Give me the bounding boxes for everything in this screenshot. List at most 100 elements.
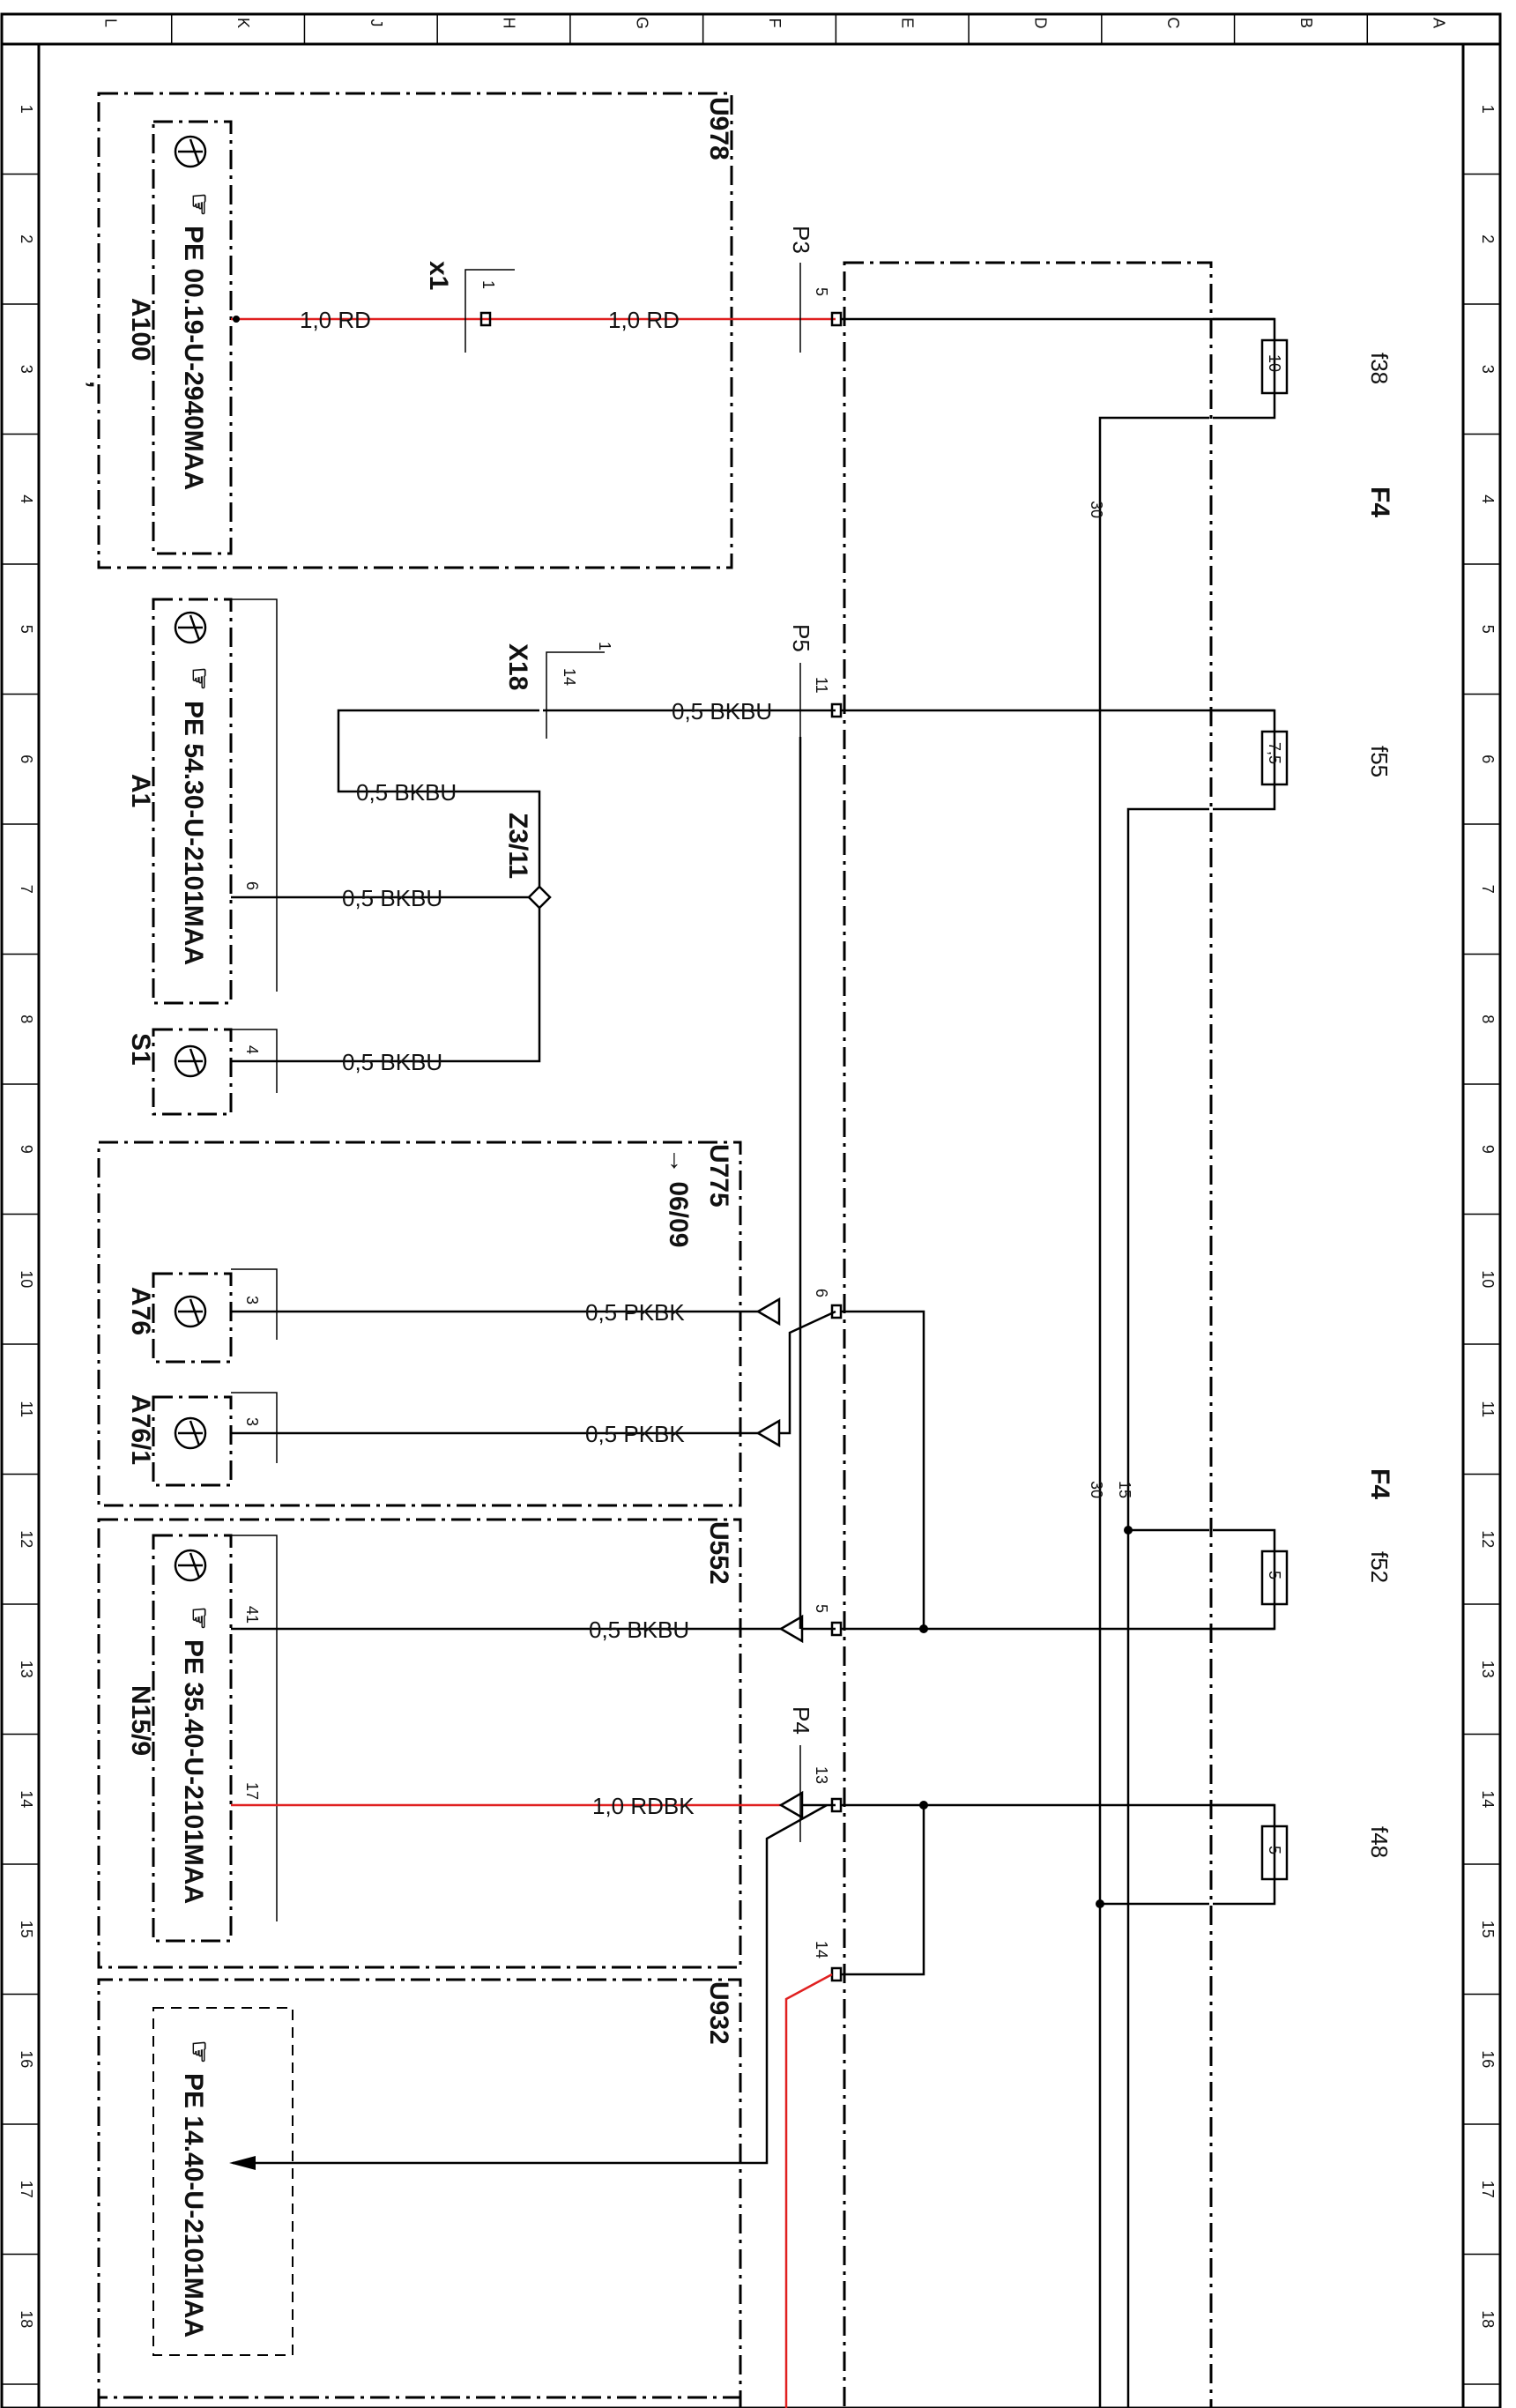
s1-outline <box>152 1028 233 1116</box>
fuse-f55 <box>1213 709 1289 811</box>
x1-pin-icon <box>479 311 492 327</box>
x1-pin: 1 <box>479 280 497 289</box>
n15-41-pin: 41 <box>243 1606 261 1624</box>
n15-17-pin: 17 <box>243 1782 261 1800</box>
rail-15-left <box>1126 807 1209 2408</box>
grid-row-label-left: 14 <box>18 1790 35 1808</box>
fuse-box-outline <box>843 261 1213 2408</box>
wire-p4-14-out <box>784 1973 833 2408</box>
module-u978-outline <box>97 92 733 569</box>
grid-row-label-right: 11 <box>1479 1401 1497 1417</box>
wire-e6-junction <box>841 1310 925 1629</box>
grid-column-label: B <box>1297 18 1315 28</box>
fuse-f48 <box>1213 1803 1289 1906</box>
fuse-box-pins <box>830 311 843 1982</box>
rail-15-label: 15 <box>1116 1481 1133 1498</box>
a100-hand-icon: ☞ <box>184 193 213 217</box>
a100-pin-dot <box>233 316 240 323</box>
module-u775-label: U775 <box>704 1144 733 1208</box>
module-u775-outline <box>97 1141 742 1507</box>
s1-bracket <box>231 1029 278 1093</box>
a1-doc[interactable]: PE 54.30-U-2101MAA <box>179 701 208 965</box>
module-u932-outline <box>97 1978 742 2408</box>
a1-pin: 6 <box>243 881 261 890</box>
x18-pin: 14 <box>561 668 578 686</box>
u932-box-doc[interactable]: PE 14.40-U-2101MAA <box>179 2073 208 2337</box>
wire-p4-14-junction <box>841 1805 925 1976</box>
u932-arrow-icon <box>229 2156 256 2170</box>
a76-1-pin: 3 <box>243 1417 261 1426</box>
plug-a76-icon <box>755 1297 781 1327</box>
grid-column-label: L <box>101 19 119 27</box>
grid-row-label-right: 9 <box>1479 1145 1497 1154</box>
p5-pin: 11 <box>813 677 830 694</box>
grid-row-label-left: 7 <box>18 885 35 894</box>
rail-30-top-label: 30 <box>1088 501 1105 518</box>
fuse-f55-value: 7,5 <box>1266 742 1283 764</box>
a76-symbol-icon <box>174 1295 207 1328</box>
grid-row-label-left: 16 <box>18 2050 35 2068</box>
grid-row-label-right: 1 <box>1479 105 1497 114</box>
a100-outline <box>152 120 233 555</box>
grid-row-label-right: 6 <box>1479 754 1497 763</box>
grid-row-label-left: 9 <box>18 1145 35 1154</box>
grid-row-label-right: 12 <box>1479 1530 1497 1548</box>
grid-row-label-right: 3 <box>1479 365 1497 374</box>
e-pin-5: 5 <box>813 1604 830 1613</box>
grid-row-label-left: 4 <box>18 494 35 503</box>
n15-9-ref: N15/9 <box>126 1685 155 1756</box>
wire-label-w7: 0,5 PKBK <box>585 1299 685 1326</box>
grid-column-label: A <box>1431 18 1448 28</box>
a100-doc[interactable]: PE 00.19-U-2940MAA <box>179 226 208 490</box>
x18-top-pin: 1 <box>596 642 613 650</box>
p4-pin-14: 14 <box>813 1941 830 1958</box>
grid-column-label: G <box>633 17 650 29</box>
n15-9-bracket <box>231 1535 278 1921</box>
grid-row-label-left: 6 <box>18 754 35 763</box>
grid-row-label-left: 3 <box>18 365 35 374</box>
s1-ref: S1 <box>126 1033 155 1066</box>
fuse-f38-label: f38 <box>1366 353 1393 384</box>
grid-row-label-right: 4 <box>1479 494 1497 503</box>
grid-row-label-right: 15 <box>1479 1921 1497 1938</box>
fuse-group1-label: F4 <box>1365 487 1394 517</box>
fuse-f48-value: 5 <box>1266 1846 1283 1854</box>
grid-column-label: C <box>1164 18 1182 29</box>
grid-row-label-right: 5 <box>1479 625 1497 634</box>
wire-p4-u932 <box>233 1803 828 2165</box>
a76-bracket <box>231 1268 278 1340</box>
wire-label-w3: 0,5 BKBU <box>672 698 772 725</box>
x1-bracket <box>464 269 515 353</box>
plug-n15-41-icon <box>778 1614 804 1644</box>
junction-30 <box>1096 1899 1104 1908</box>
grid-row-label-left: 8 <box>18 1014 35 1023</box>
z3-11-label: Z3/11 <box>503 813 532 879</box>
grid-column-label: K <box>234 18 252 28</box>
e-pin-6: 6 <box>813 1289 830 1297</box>
a100-extra: , <box>84 381 113 388</box>
p3-pin: 5 <box>813 287 830 296</box>
rail-30 <box>1098 416 1209 2408</box>
n15-9-doc[interactable]: PE 35.40-U-2101MAA <box>179 1639 208 1904</box>
wire-label-w4: 0,5 BKBU <box>356 779 457 806</box>
grid-row-label-left: 1 <box>18 105 35 114</box>
grid-row-label-left: 18 <box>18 2310 35 2328</box>
p5-label: P5 <box>788 624 814 652</box>
grid-row-label-right: 13 <box>1479 1661 1497 1678</box>
a76-1-outline <box>152 1395 233 1487</box>
grid-row-label-right: 18 <box>1479 2310 1497 2328</box>
module-u552-outline <box>97 1518 742 1969</box>
a1-ref: A1 <box>126 774 155 807</box>
module-u932-label: U932 <box>704 1981 733 2045</box>
module-u775-ref[interactable]: → 06/09 <box>664 1148 693 1247</box>
grid-column-label: D <box>1031 18 1049 29</box>
fuse-f48-label: f48 <box>1366 1826 1393 1858</box>
fuse-f52 <box>1213 1528 1289 1631</box>
module-u978-label: U978 <box>704 97 733 160</box>
a76-pin: 3 <box>243 1296 261 1304</box>
s1-pin: 4 <box>243 1045 261 1054</box>
u932-hand-icon: ☞ <box>184 2040 213 2064</box>
p3-label: P3 <box>788 226 814 254</box>
grid-row-label-right: 10 <box>1479 1270 1497 1288</box>
